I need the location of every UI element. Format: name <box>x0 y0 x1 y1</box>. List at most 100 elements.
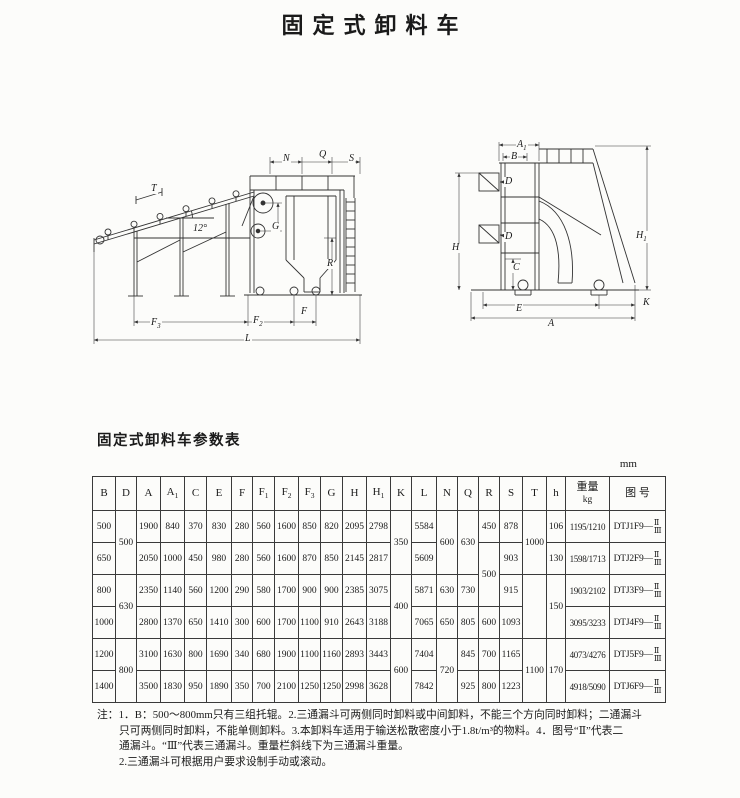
value-cell: 1598/1713 <box>565 542 610 575</box>
value-cell: 630 <box>436 574 458 607</box>
column-header-D: D <box>115 476 137 511</box>
column-header-N: N <box>436 476 458 511</box>
column-header-K: K <box>390 476 412 511</box>
value-cell: 500 <box>478 542 500 607</box>
value-cell: 2100 <box>274 670 299 703</box>
value-cell: 1630 <box>160 638 185 671</box>
dim-label-H1: H1 <box>635 230 648 243</box>
value-cell: 1370 <box>160 606 185 639</box>
value-cell: 1100 <box>298 638 321 671</box>
dim-label-A: A <box>547 318 556 329</box>
dim-label-D: D <box>504 231 514 242</box>
dim-label-G: G <box>271 221 281 232</box>
value-cell: 680 <box>252 638 275 671</box>
dim-label-F2: F2 <box>252 315 264 328</box>
value-cell: 903 <box>499 542 523 575</box>
column-header-F1: F1 <box>252 476 275 511</box>
value-cell: 1900 <box>274 638 299 671</box>
dim-label-N: N <box>282 153 291 164</box>
value-cell: 820 <box>320 510 343 543</box>
column-header-A1: A1 <box>160 476 185 511</box>
column-header-E: E <box>206 476 232 511</box>
value-cell: 630 <box>457 510 479 575</box>
column-header-T: T <box>522 476 547 511</box>
value-cell: 830 <box>206 510 232 543</box>
value-cell: 700 <box>252 670 275 703</box>
value-cell: 350 <box>231 670 253 703</box>
dim-label-K: K <box>642 297 651 308</box>
value-cell: 870 <box>298 542 321 575</box>
value-cell: 3443 <box>366 638 391 671</box>
value-cell: 170 <box>546 638 566 703</box>
value-cell: 1690 <box>206 638 232 671</box>
value-cell: 700 <box>478 638 500 671</box>
value-cell: 1195/1210 <box>565 510 610 543</box>
column-header-H: H <box>342 476 367 511</box>
table-title: 固定式卸料车参数表 <box>97 433 241 449</box>
value-cell: 2145 <box>342 542 367 575</box>
value-cell: 2798 <box>366 510 391 543</box>
dim-label-Q: Q <box>318 149 328 160</box>
dim-label-H: H <box>451 242 461 253</box>
value-cell: 2998 <box>342 670 367 703</box>
value-cell: 878 <box>499 510 523 543</box>
value-cell: 1000 <box>522 510 547 575</box>
value-cell: 600 <box>390 638 412 703</box>
value-cell: 450 <box>184 542 207 575</box>
value-cell: 650 <box>184 606 207 639</box>
value-cell: 850 <box>298 510 321 543</box>
value-cell: 2095 <box>342 510 367 543</box>
value-cell: 450 <box>478 510 500 543</box>
value-cell: 900 <box>320 574 343 607</box>
value-cell: 1903/2102 <box>565 574 610 607</box>
value-cell: 1165 <box>499 638 523 671</box>
note-line: 2.三通漏斗可根据用户要求设制手动或滚动。 <box>119 755 333 768</box>
value-cell: 4918/5090 <box>565 670 610 703</box>
value-cell: 925 <box>457 670 479 703</box>
value-cell: 1223 <box>499 670 523 703</box>
value-cell: 1100 <box>298 606 321 639</box>
value-cell: 2050 <box>136 542 161 575</box>
value-cell: 560 <box>252 542 275 575</box>
end-view-linework <box>455 142 651 321</box>
column-header-h: h <box>546 476 566 511</box>
value-cell: 730 <box>457 574 479 607</box>
column-header-S: S <box>499 476 523 511</box>
column-header-L: L <box>411 476 437 511</box>
value-cell: 1200 <box>92 638 116 671</box>
value-cell: 340 <box>231 638 253 671</box>
value-cell: 500 <box>115 510 137 575</box>
column-header-F3: F3 <box>298 476 321 511</box>
value-cell: 1250 <box>298 670 321 703</box>
value-cell: 1000 <box>92 606 116 639</box>
value-cell: 1100 <box>522 638 547 703</box>
value-cell: 950 <box>184 670 207 703</box>
value-cell: 850 <box>320 542 343 575</box>
value-cell: 7404 <box>411 638 437 671</box>
dim-label-E: E <box>515 303 524 314</box>
dim-label-F: F <box>300 306 309 317</box>
value-cell: 1830 <box>160 670 185 703</box>
value-cell: 3188 <box>366 606 391 639</box>
value-cell: 560 <box>184 574 207 607</box>
note-line: 只可两侧同时卸料，不能单侧卸料。3.本卸料车适用于输送松散密度小于1.8t/m³… <box>119 724 624 737</box>
value-cell <box>522 574 547 639</box>
dim-label-C: C <box>512 262 521 273</box>
column-header-Q: Q <box>457 476 479 511</box>
value-cell: 1200 <box>206 574 232 607</box>
value-cell: 1140 <box>160 574 185 607</box>
column-header-R: R <box>478 476 500 511</box>
column-header-H1: H1 <box>366 476 391 511</box>
value-cell: 5584 <box>411 510 437 543</box>
